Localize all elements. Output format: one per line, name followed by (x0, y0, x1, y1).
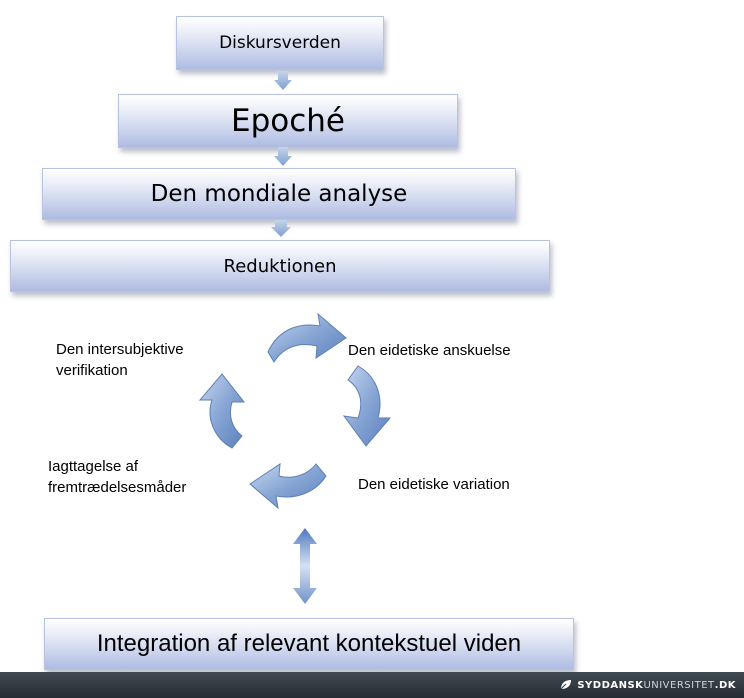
integration-box: Integration af relevant kontekstuel vide… (44, 618, 574, 670)
step-mondiale-analyse-label: Den mondiale analyse (150, 181, 408, 207)
arrow-down-icon (271, 220, 291, 237)
cycle-arrows (198, 312, 392, 510)
step-diskursverden: Diskursverden (176, 16, 384, 70)
integration-label: Integration af relevant kontekstuel vide… (96, 630, 522, 657)
step-reduktionen: Reduktionen (10, 240, 550, 292)
label-eidetiske-anskuelse: Den eidetiske anskuelse (348, 342, 511, 359)
curved-arrow-up-icon (198, 373, 246, 449)
arrow-down-icon (274, 71, 292, 90)
curved-arrow-down-icon (342, 365, 392, 447)
sdu-leaf-icon (559, 680, 572, 691)
double-arrow-icon (293, 528, 317, 604)
arrow-down-icon (274, 147, 292, 166)
step-mondiale-analyse: Den mondiale analyse (42, 168, 516, 220)
label-intersubjektive-verifikation: Den intersubjektive verifikation (56, 341, 184, 379)
sdu-logo: SYDDANSKUNIVERSITET.DK (559, 676, 736, 694)
step-diskursverden-label: Diskursverden (219, 33, 341, 53)
step-reduktionen-label: Reduktionen (223, 255, 337, 277)
curved-arrow-right-icon (267, 312, 347, 363)
step-epoche: Epoché (118, 94, 458, 148)
label-iagttagelse: Iagttagelse af fremtrædelsesmåder (48, 458, 187, 496)
curved-arrow-left-icon (249, 463, 327, 510)
footer-bar: SYDDANSKUNIVERSITET.DK (0, 672, 744, 698)
sdu-wordmark: SYDDANSKUNIVERSITET.DK (577, 679, 736, 691)
label-eidetiske-variation: Den eidetiske variation (358, 476, 510, 493)
step-epoche-label: Epoché (231, 103, 345, 139)
